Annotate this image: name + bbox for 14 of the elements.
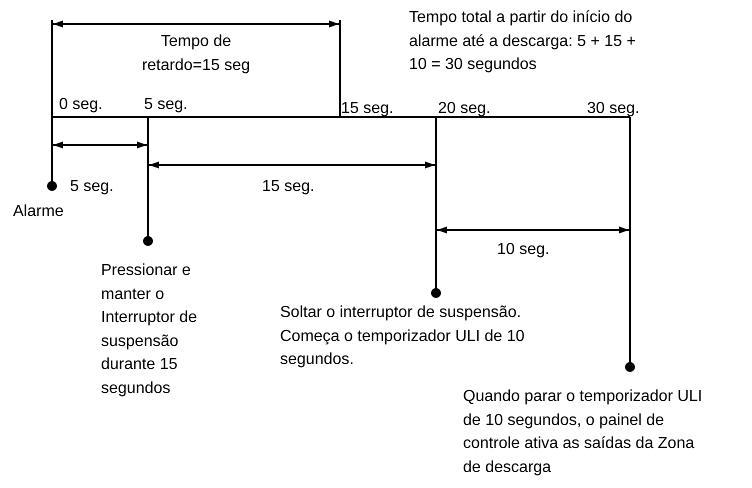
time-label: 0 seg.: [59, 95, 104, 115]
note-text: Tempo total a partir do início do alarme até a descarga: 5 + 15 + 10 = 30 segundos: [409, 8, 637, 75]
step-description: Pressionar e manter o Interruptor de suspensão durante 15 segundos: [101, 261, 198, 398]
dimension-label: 5 seg.: [70, 177, 115, 197]
time-label: 5 seg.: [144, 95, 189, 115]
dimension-label: 10 seg.: [497, 240, 550, 260]
dimension-label: Tempo de retardo=15 seg: [140, 32, 252, 76]
dimension-label: 15 seg.: [262, 177, 316, 197]
step-description: Quando parar o temporizador ULI de 10 segundos, o painel de controle ativa as saídas da Zona de descarga: [463, 387, 704, 478]
time-label: 15 seg.: [341, 99, 394, 119]
time-label: 20 seg.: [438, 99, 492, 119]
step-description: Soltar o interruptor de suspensão. Começa o temporizador ULI de 10 segundos.: [280, 303, 526, 370]
event-label: Alarme: [13, 202, 65, 222]
time-label: 30 seg.: [587, 99, 640, 119]
